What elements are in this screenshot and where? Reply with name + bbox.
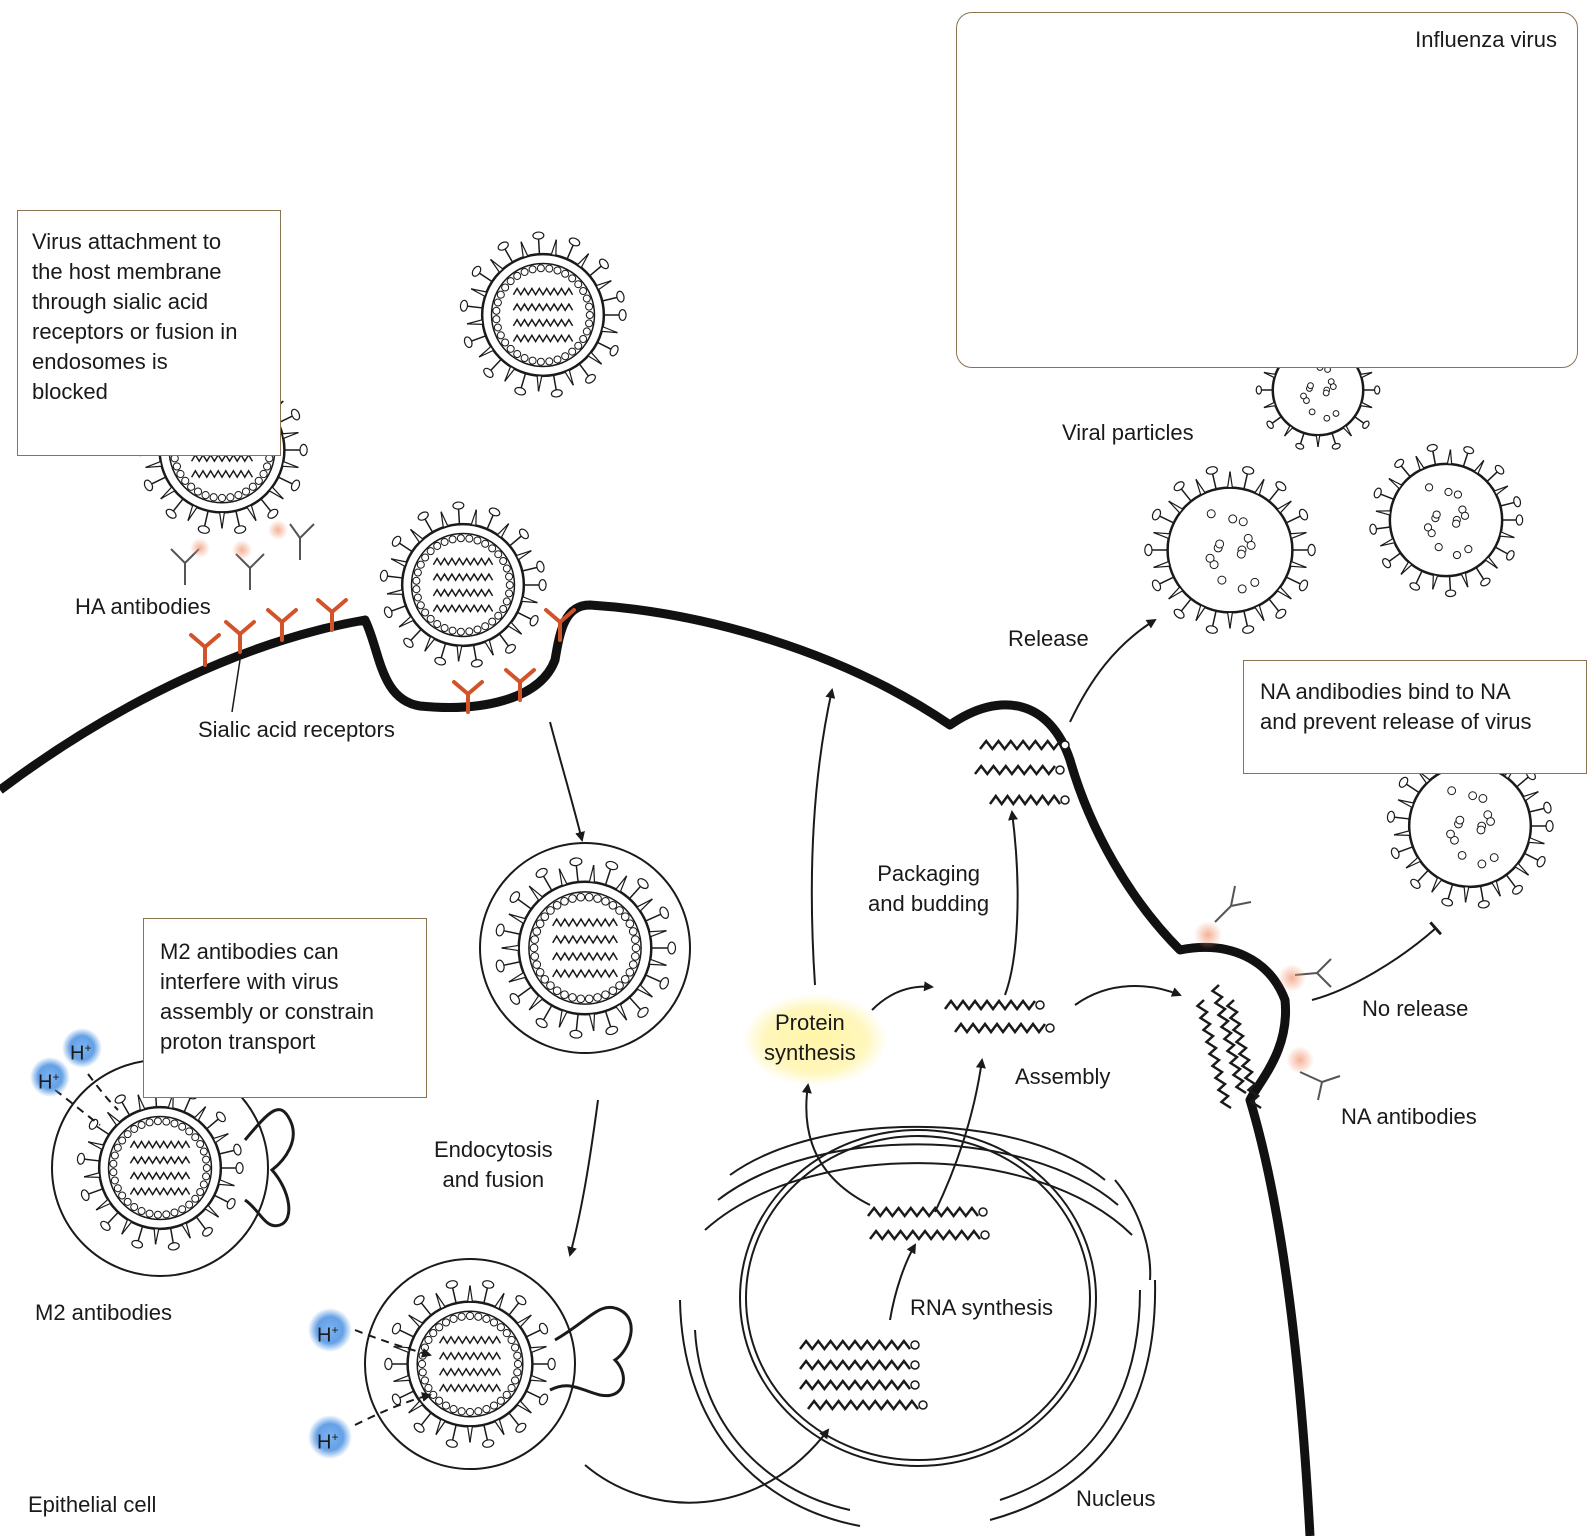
sialic-acid-receptors [189, 598, 576, 714]
virus-free [459, 231, 627, 398]
cell-membrane [0, 600, 1315, 1536]
virus-in-endosome [495, 857, 677, 1039]
antibody-highlights [190, 520, 1314, 1074]
proton-glow-2 [308, 1415, 352, 1459]
receptor-pointer-line [231, 659, 241, 713]
na-antibodies-label: NA antibodies [1341, 1104, 1477, 1129]
rna-strands [799, 738, 1262, 1412]
fusion-release-shape [549, 1305, 633, 1398]
no-release-label: No release [1362, 996, 1469, 1021]
attachment-callout-text: Virus attachment to the host membrane th… [32, 229, 238, 404]
nucleus [679, 1125, 1157, 1527]
protein-synthesis-label: Protein synthesis [764, 1010, 856, 1065]
na-callout-text: NA andibodies bind to NA and prevent rel… [1260, 679, 1532, 734]
viral-particle-left [1144, 466, 1316, 634]
na-callout: NA andibodies bind to NA and prevent rel… [1243, 660, 1587, 774]
epithelial-cell-label: Epithelial cell [28, 1492, 157, 1517]
protein-synthesis-glow [743, 994, 887, 1086]
proton-glow-4 [30, 1057, 70, 1097]
endocytosis-and-fusion-label: Endocytosis and fusion [434, 1137, 553, 1192]
proton-label-2: H+ [317, 1430, 339, 1454]
proton-glow-1 [308, 1308, 352, 1352]
virus-attaching [379, 501, 547, 668]
ha-antibodies-label: HA antibodies [75, 594, 211, 619]
virus-fusing [384, 1280, 556, 1448]
viral-particles-label: Viral particles [1062, 420, 1194, 445]
release-label: Release [1008, 626, 1089, 651]
viral-particle-right [1369, 443, 1524, 598]
m2-release-shape [243, 1108, 295, 1228]
fusion-endosome-membrane [364, 1258, 576, 1470]
proton-label-1: H+ [317, 1323, 339, 1347]
endosome-membrane [479, 842, 691, 1054]
proton-glow-3 [62, 1028, 102, 1068]
m2-antibodies-label: M2 antibodies [35, 1300, 172, 1325]
assembly-label: Assembly [1015, 1064, 1111, 1089]
antibodies [170, 523, 1341, 1101]
packaging-and-budding-label: Packaging and budding [868, 861, 990, 916]
m2-callout: M2 antibodies can interfere with virus a… [143, 918, 427, 1098]
proton-label-4: H+ [38, 1070, 60, 1094]
influenza-virus-title: Influenza virus [1415, 27, 1557, 52]
nucleus-label: Nucleus [1076, 1486, 1156, 1511]
proton-label-3: H+ [70, 1041, 92, 1065]
attachment-callout: Virus attachment to the host membrane th… [17, 210, 281, 456]
rna-synthesis-label: RNA synthesis [910, 1295, 1054, 1320]
m2-callout-text: M2 antibodies can interfere with virus a… [160, 939, 374, 1054]
sialic-acid-receptors-label: Sialic acid receptors [198, 717, 395, 742]
influenza-virus-panel: Influenza virus [956, 12, 1578, 368]
arrows [54, 618, 1443, 1504]
virus-m2-blocked [76, 1084, 244, 1251]
